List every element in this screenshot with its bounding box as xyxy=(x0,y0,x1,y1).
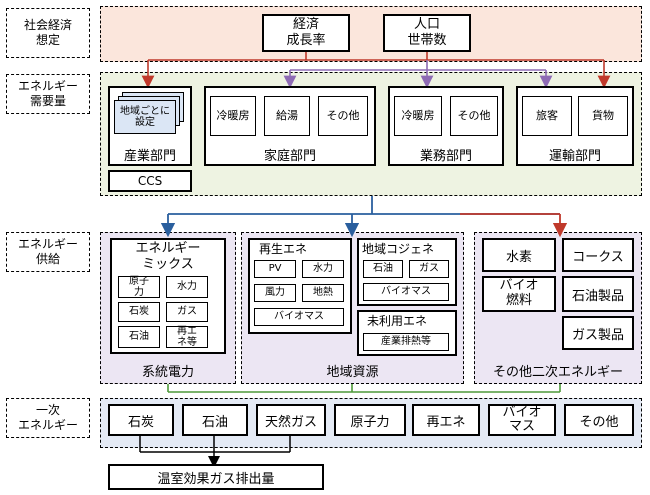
other-item-hydrogen: 水素 xyxy=(482,238,556,272)
business-item-other: その他 xyxy=(450,96,498,136)
unused-item-waste-heat: 産業排熱等 xyxy=(363,333,449,351)
cogen-title: 地域コジェネ xyxy=(361,241,434,256)
primary-coal: 石炭 xyxy=(108,404,174,436)
row-label-demand: エネルギー 需要量 xyxy=(6,74,90,114)
other-item-biofuel: バイオ 燃料 xyxy=(482,276,556,312)
mix-item-hydro: 水力 xyxy=(166,276,208,298)
regional-resources-label: 地域資源 xyxy=(326,364,379,380)
renewable-item-hydro: 水力 xyxy=(302,260,344,278)
population-box: 人口 世帯数 xyxy=(383,14,471,52)
primary-nuclear: 原子力 xyxy=(334,404,406,436)
mix-item-gas: ガス xyxy=(166,302,208,322)
mix-item-nuclear: 原子 力 xyxy=(118,276,160,298)
household-item-hot-water: 給湯 xyxy=(264,96,310,136)
row-label-supply: エネルギー 供給 xyxy=(6,232,90,272)
renewable-item-pv: PV xyxy=(254,260,296,278)
cogen-item-gas: ガス xyxy=(409,260,449,278)
primary-renewables: 再エネ xyxy=(412,404,480,436)
row-label-socio: 社会経済 想定 xyxy=(6,8,90,58)
renewable-title: 再生エネ xyxy=(258,241,307,256)
household-label: 家庭部門 xyxy=(263,148,316,164)
primary-other: その他 xyxy=(564,404,634,436)
economic-growth-box: 経済 成長率 xyxy=(262,14,350,52)
primary-oil: 石油 xyxy=(182,404,248,436)
cogen-item-biomass: バイオマス xyxy=(363,283,449,301)
business-label: 業務部門 xyxy=(419,148,472,164)
mix-item-coal: 石炭 xyxy=(118,302,160,322)
transport-item-freight: 貨物 xyxy=(578,96,628,136)
cogen-item-oil: 石油 xyxy=(363,260,403,278)
other-item-coke: コークス xyxy=(562,238,634,272)
household-item-heating-cooling: 冷暖房 xyxy=(210,96,256,136)
ghg-emissions-box: 温室効果ガス排出量 xyxy=(108,464,324,490)
primary-natural-gas: 天然ガス xyxy=(256,404,326,436)
transport-label: 運輸部門 xyxy=(548,148,601,164)
renewable-item-wind: 風力 xyxy=(254,284,296,302)
renewable-item-biomass: バイオマス xyxy=(254,308,344,326)
energy-mix-title: エネルギー ミックス xyxy=(135,241,201,272)
primary-biomass: バイオ マス xyxy=(488,404,556,436)
socio-band xyxy=(100,6,642,62)
mix-item-renewables: 再エ ネ等 xyxy=(166,326,208,348)
renewable-item-geothermal: 地熱 xyxy=(302,284,344,302)
ccs-box: CCS xyxy=(108,170,192,192)
business-item-heating-cooling: 冷暖房 xyxy=(394,96,442,136)
household-item-other: その他 xyxy=(318,96,368,136)
mix-item-oil: 石油 xyxy=(118,326,160,348)
grid-electricity-label: 系統電力 xyxy=(141,364,194,380)
other-item-gas-products: ガス製品 xyxy=(562,316,634,350)
row-label-primary: 一次 エネルギー xyxy=(6,398,90,438)
industry-label: 産業部門 xyxy=(123,148,176,164)
other-secondary-label: その他二次エネルギー xyxy=(492,364,623,380)
transport-item-passenger: 旅客 xyxy=(522,96,572,136)
region-setting-note: 地域ごとに 設定 xyxy=(114,100,176,134)
unused-energy-title: 未利用エネ xyxy=(366,313,427,328)
other-item-oil-products: 石油製品 xyxy=(562,276,634,312)
